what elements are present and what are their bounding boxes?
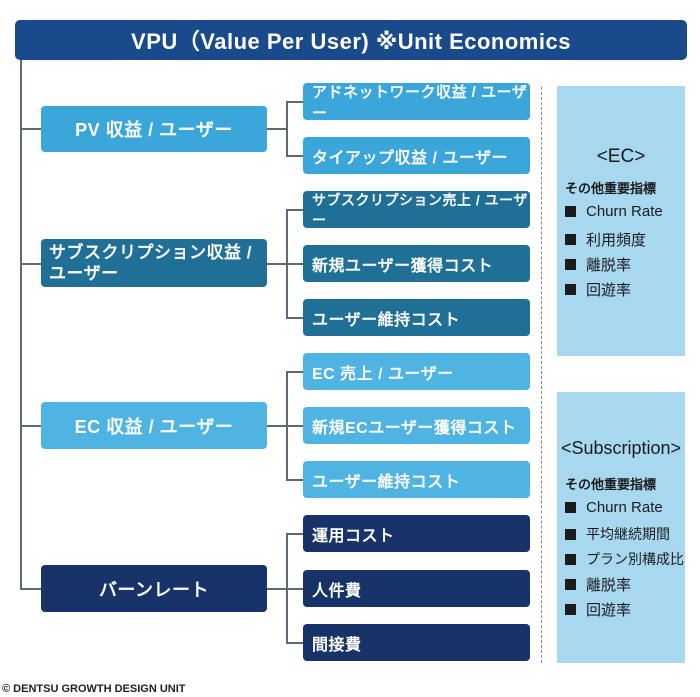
- black-square-icon: [565, 234, 576, 245]
- main-trunk-line: [20, 60, 22, 590]
- connector-pv-1: [286, 101, 303, 103]
- panel-subtitle-ec: その他重要指標: [565, 181, 657, 196]
- connector-pv-h: [267, 128, 287, 130]
- panel-subtitle-subscription: その他重要指標: [565, 477, 657, 492]
- panel-item: 回遊率: [565, 599, 631, 620]
- category-pv-revenue: PV 収益 / ユーザー: [41, 106, 267, 152]
- panel-item: 離脱率: [565, 254, 631, 275]
- item-indirect-cost: 間接費: [303, 624, 530, 661]
- connector-sub-1: [286, 209, 303, 211]
- subscription-kpi-panel: <Subscription> その他重要指標 Churn Rate 平均継続期間…: [557, 392, 685, 663]
- branch-line-burn: [20, 588, 41, 590]
- diagram-title: VPU（Value Per User) ※Unit Economics: [15, 20, 687, 60]
- panel-item: プラン別構成比: [565, 549, 684, 569]
- item-operating-cost: 運用コスト: [303, 515, 530, 552]
- panel-item: Churn Rate: [565, 499, 663, 516]
- connector-pv-v: [286, 101, 288, 157]
- black-square-icon: [565, 604, 576, 615]
- panel-item: 平均継続期間: [565, 524, 670, 544]
- black-square-icon: [565, 553, 576, 565]
- connector-ec-2: [286, 425, 303, 427]
- connector-burn-2: [286, 588, 303, 590]
- panel-title-ec: <EC>: [596, 146, 646, 167]
- branch-line-ec: [20, 425, 41, 427]
- connector-sub-2: [286, 263, 303, 265]
- connector-ec-1: [286, 371, 303, 373]
- panel-title-subscription: <Subscription>: [560, 438, 682, 458]
- black-square-icon: [565, 206, 576, 217]
- panel-item: Churn Rate: [565, 203, 663, 220]
- connector-ec-h: [267, 425, 287, 427]
- panel-item: 回遊率: [565, 279, 631, 300]
- category-subscription-revenue: サブスクリプション収益 /ユーザー: [41, 239, 267, 287]
- black-square-icon: [565, 502, 576, 513]
- black-square-icon: [565, 259, 576, 270]
- black-square-icon: [565, 579, 576, 590]
- connector-ec-3: [286, 479, 303, 481]
- branch-line-subscription: [20, 263, 41, 265]
- connector-pv-2: [286, 155, 303, 157]
- item-new-user-acquisition-cost: 新規ユーザー獲得コスト: [303, 245, 530, 282]
- item-user-retention-cost-ec: ユーザー維持コスト: [303, 461, 530, 498]
- black-square-icon: [565, 528, 576, 540]
- separator-dotted-line: [541, 87, 542, 663]
- item-user-retention-cost-sub: ユーザー維持コスト: [303, 299, 530, 336]
- item-ad-network-revenue: アドネットワーク収益 / ユーザー: [303, 83, 530, 122]
- item-ec-sales: EC 売上 / ユーザー: [303, 353, 530, 390]
- item-new-ec-user-acquisition-cost: 新規ECユーザー獲得コスト: [303, 407, 530, 444]
- black-square-icon: [565, 284, 576, 295]
- connector-burn-1: [286, 533, 303, 535]
- branch-line-pv: [20, 128, 41, 130]
- connector-sub-3: [286, 317, 303, 319]
- category-ec-revenue: EC 収益 / ユーザー: [41, 402, 267, 449]
- item-personnel-cost: 人件費: [303, 570, 530, 607]
- ec-kpi-panel: <EC> その他重要指標 Churn Rate 利用頻度 離脱率 回遊率: [557, 86, 685, 356]
- panel-item: 離脱率: [565, 574, 631, 595]
- panel-item: 利用頻度: [565, 229, 646, 250]
- copyright-text: © DENTSU GROWTH DESIGN UNIT: [2, 683, 186, 695]
- item-subscription-sales: サブスクリプション売上 / ユーザー: [303, 191, 530, 228]
- connector-burn-3: [286, 642, 303, 644]
- connector-burn-h: [267, 588, 287, 590]
- connector-sub-h: [267, 263, 287, 265]
- item-tie-up-revenue: タイアップ収益 / ユーザー: [303, 137, 530, 174]
- category-burn-rate: バーンレート: [41, 565, 267, 612]
